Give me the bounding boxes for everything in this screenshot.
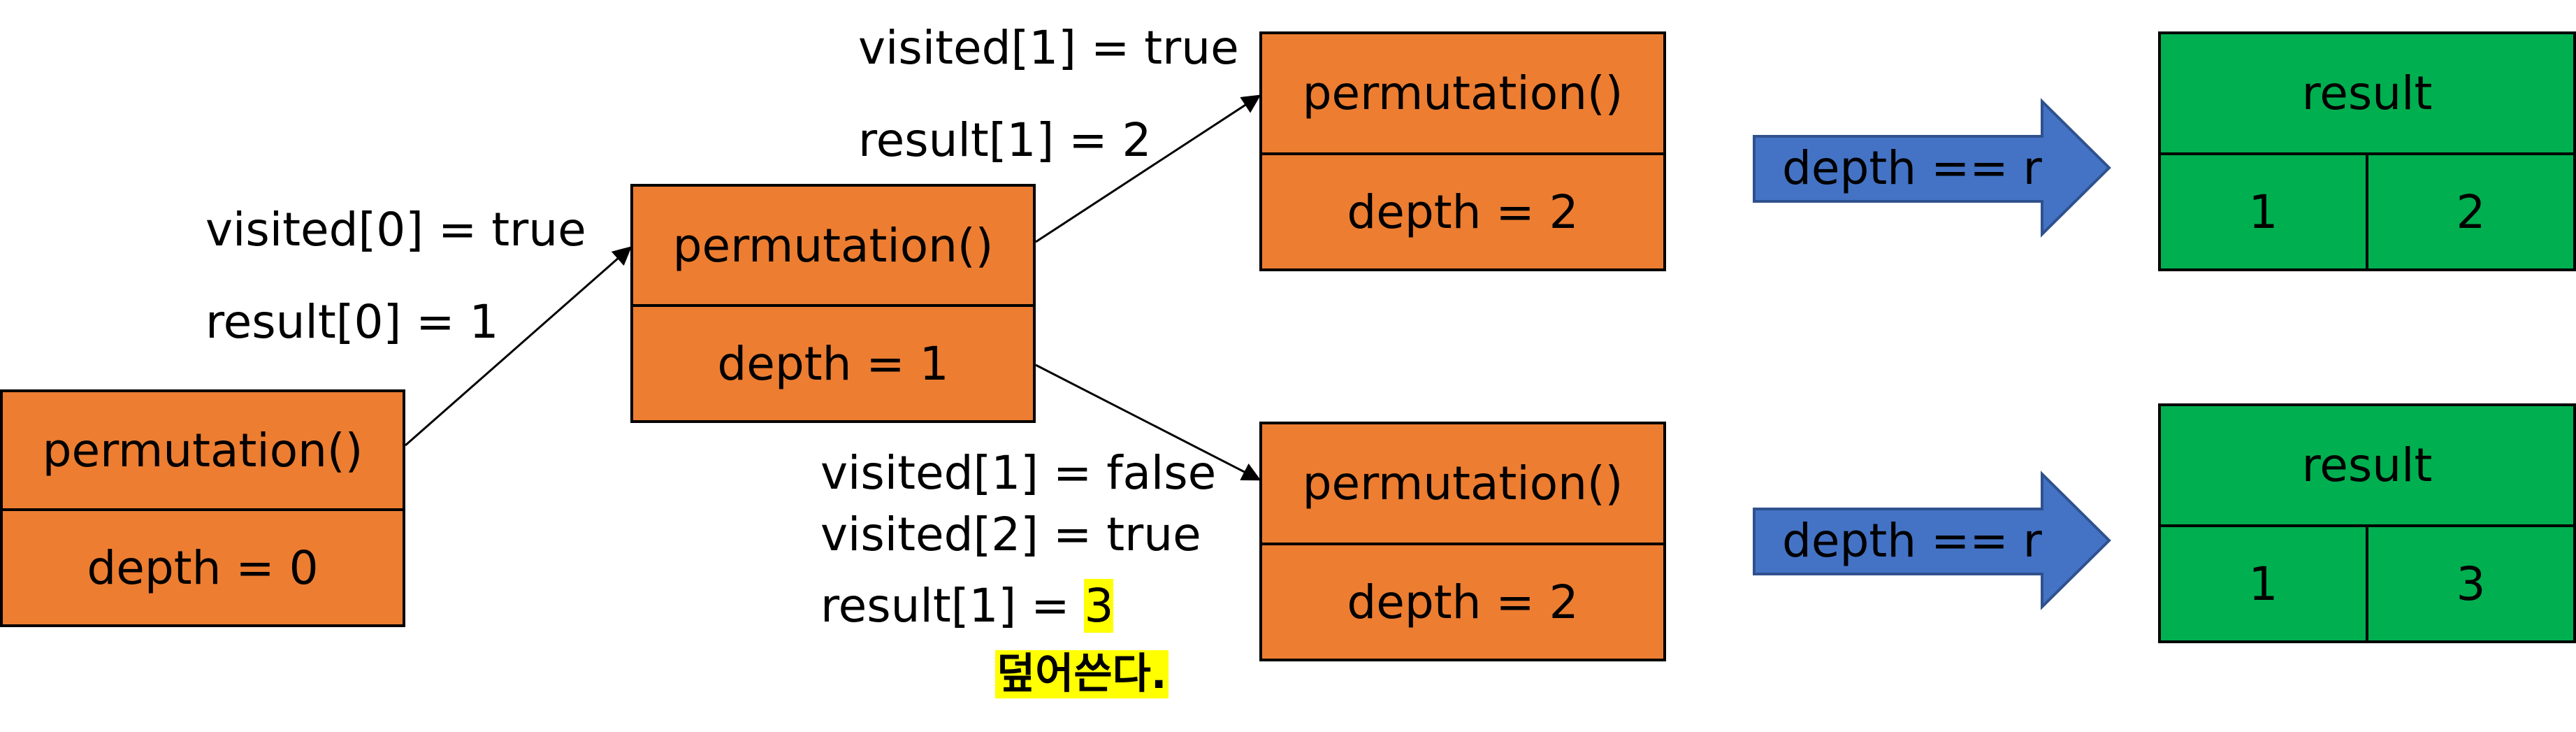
node-level1-func: permutation() [633, 187, 1033, 307]
node-level1: permutation() depth = 1 [630, 184, 1036, 423]
overwritten-value: 3 [1084, 579, 1114, 633]
result-top-header: result [2161, 34, 2573, 155]
edge-level1-to-top [1035, 94, 1261, 243]
result-box-top: result 1 2 [2158, 31, 2576, 271]
block-arrow-top [1753, 98, 2111, 238]
block-arrow-bottom-label: depth == r [1782, 514, 2042, 568]
result-top-cells: 1 2 [2161, 155, 2573, 268]
node-root-func: permutation() [3, 392, 403, 511]
node-level2-bottom-func: permutation() [1262, 424, 1663, 545]
edge-bottom-label-1: visited[1] = false [820, 446, 1217, 500]
node-root: permutation() depth = 0 [0, 389, 405, 627]
edge-bottom-label-2: visited[2] = true [820, 508, 1201, 561]
result-bottom-cell-0: 1 [2248, 557, 2278, 611]
edge-top-label-2: result[1] = 2 [858, 113, 1152, 167]
result-bottom-cells: 1 3 [2161, 527, 2573, 640]
node-level2-top: permutation() depth = 2 [1259, 31, 1666, 271]
edge-bottom-label-3-prefix: result[1] = [820, 579, 1085, 633]
overwrite-note: 덮어쓴다. [995, 650, 1168, 698]
result-bottom-cell-1: 3 [2366, 527, 2573, 640]
result-bottom-header: result [2161, 406, 2573, 527]
node-level2-bottom-depth: depth = 2 [1347, 575, 1579, 629]
edge-level1-to-bottom [1035, 364, 1261, 481]
edge-bottom-label-3: result[1] = 3 [820, 579, 1114, 633]
edge-root-label-1: visited[0] = true [205, 203, 586, 257]
result-top-cell-1: 2 [2366, 155, 2573, 268]
node-level2-top-depth: depth = 2 [1347, 185, 1579, 239]
edge-top-label-1: visited[1] = true [858, 21, 1239, 75]
node-level2-top-func: permutation() [1262, 34, 1663, 155]
node-root-depth: depth = 0 [87, 540, 319, 595]
node-level2-bottom: permutation() depth = 2 [1259, 422, 1666, 661]
block-arrow-top-label: depth == r [1782, 141, 2042, 195]
edge-root-label-2: result[0] = 1 [205, 295, 499, 349]
result-box-bottom: result 1 3 [2158, 403, 2576, 643]
edge-root-to-level1 [405, 246, 632, 447]
block-arrow-bottom [1753, 471, 2111, 610]
node-level1-depth: depth = 1 [717, 336, 949, 391]
result-top-cell-0: 1 [2248, 185, 2278, 239]
